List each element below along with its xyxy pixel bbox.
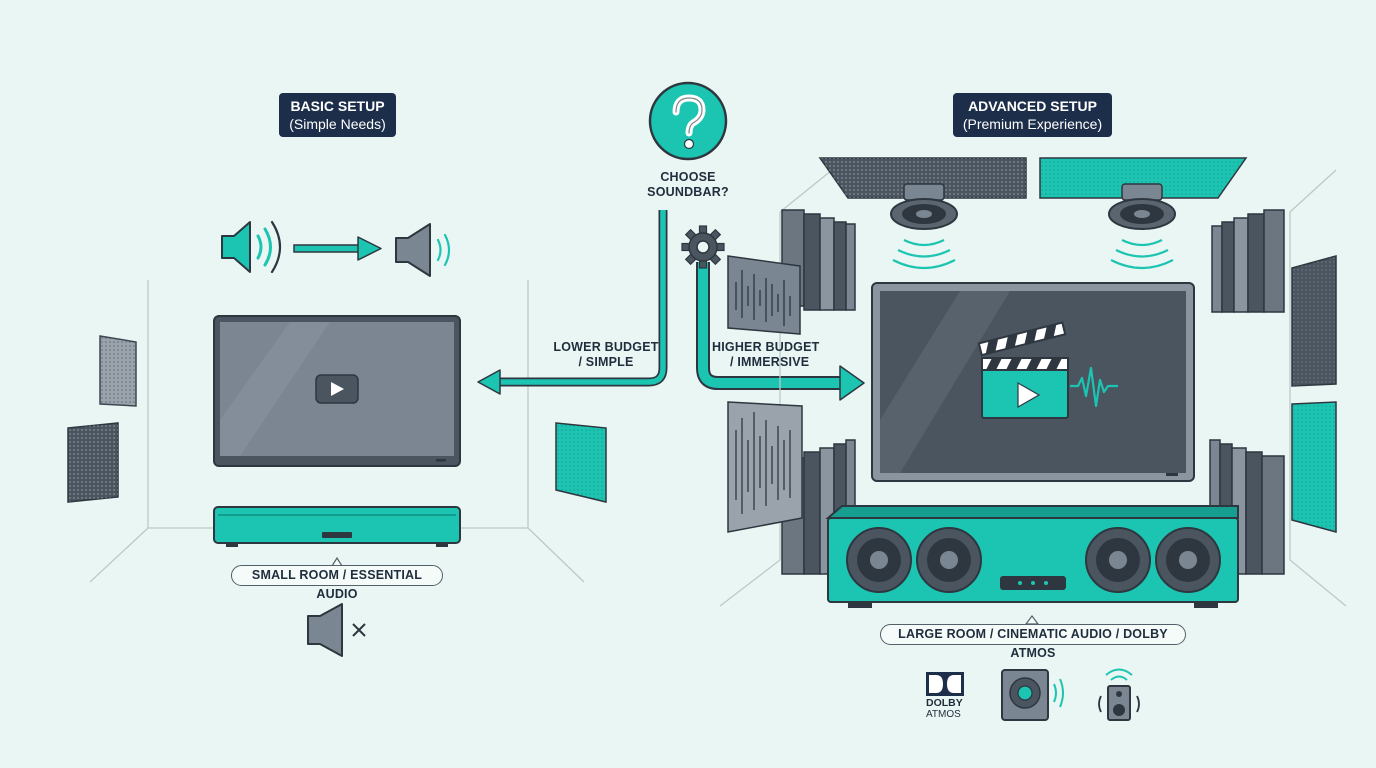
- basic-room-label: SMALL ROOM / ESSENTIAL AUDIO: [231, 565, 443, 601]
- premium-soundbar: [825, 505, 1239, 608]
- question-mark-icon: [648, 81, 728, 161]
- speaker-quiet-icon: [395, 223, 451, 277]
- basic-soundbar: [213, 506, 461, 547]
- dolby-logo-icon: [926, 672, 964, 696]
- driver-1: [846, 527, 912, 593]
- subwoofer-icon: [1001, 669, 1064, 721]
- driver-2: [916, 527, 982, 593]
- advanced-setup-heading: ADVANCED SETUP: [968, 98, 1097, 114]
- advanced-setup-subtitle: (Premium Experience): [962, 116, 1103, 132]
- basic-setup-subtitle: (Simple Needs): [289, 116, 386, 132]
- dolby-line-1: DOLBY: [926, 697, 963, 709]
- lower-budget-label: LOWER BUDGET / SIMPLE: [548, 340, 664, 370]
- waveform-panel-upper: [727, 255, 801, 335]
- ceiling-panel-right: [1039, 157, 1248, 199]
- choose-line-2: SOUNDBAR?: [647, 185, 729, 199]
- acoustic-panel-left-top: [99, 335, 137, 407]
- lower-budget-line-2: / SIMPLE: [578, 355, 634, 369]
- lower-budget-line-1: LOWER BUDGET: [553, 340, 659, 354]
- advanced-pill-pointer: [1024, 615, 1040, 625]
- ceiling-speaker-right: [1108, 183, 1176, 270]
- ceiling-speaker-left: [890, 183, 958, 270]
- higher-budget-arrow: [696, 262, 865, 401]
- play-icon: [315, 374, 359, 404]
- wireless-speaker-icon: [1098, 668, 1140, 721]
- basic-setup-title: BASIC SETUP (Simple Needs): [279, 93, 396, 137]
- wall-panel-right-lower: [1291, 401, 1337, 533]
- dolby-line-2: ATMOS: [926, 709, 961, 720]
- mute-icon: [307, 603, 366, 657]
- gear-icon: [681, 225, 725, 269]
- slat-diffuser-left-top: [781, 209, 856, 311]
- higher-budget-line-2: / IMMERSIVE: [730, 355, 810, 369]
- waveform-icon: [1070, 366, 1118, 408]
- driver-4: [1155, 527, 1221, 593]
- choose-soundbar-label: CHOOSE SOUNDBAR?: [638, 170, 738, 200]
- acoustic-panel-left-bottom: [67, 422, 119, 503]
- higher-budget-label: HIGHER BUDGET / IMMERSIVE: [712, 340, 836, 370]
- advanced-setup-title: ADVANCED SETUP (Premium Experience): [953, 93, 1112, 137]
- higher-budget-line-1: HIGHER BUDGET: [712, 340, 820, 354]
- ceiling-panel-left: [818, 157, 1027, 199]
- waveform-panel-lower: [727, 401, 803, 533]
- driver-3: [1085, 527, 1151, 593]
- speaker-loud-icon: [221, 220, 282, 274]
- acoustic-panel-right-teal: [555, 422, 607, 503]
- slat-diffuser-right-top: [1211, 209, 1285, 313]
- lower-budget-arrow: [477, 210, 668, 395]
- choose-line-1: CHOOSE: [660, 170, 716, 184]
- wall-panel-right-upper: [1291, 255, 1337, 387]
- volume-arrow: [293, 236, 382, 261]
- clapperboard-icon: [977, 321, 1069, 419]
- dolby-atmos-label: DOLBY ATMOS: [926, 697, 986, 721]
- basic-setup-heading: BASIC SETUP: [290, 98, 385, 114]
- advanced-room-label: LARGE ROOM / CINEMATIC AUDIO / DOLBY ATM…: [880, 624, 1186, 660]
